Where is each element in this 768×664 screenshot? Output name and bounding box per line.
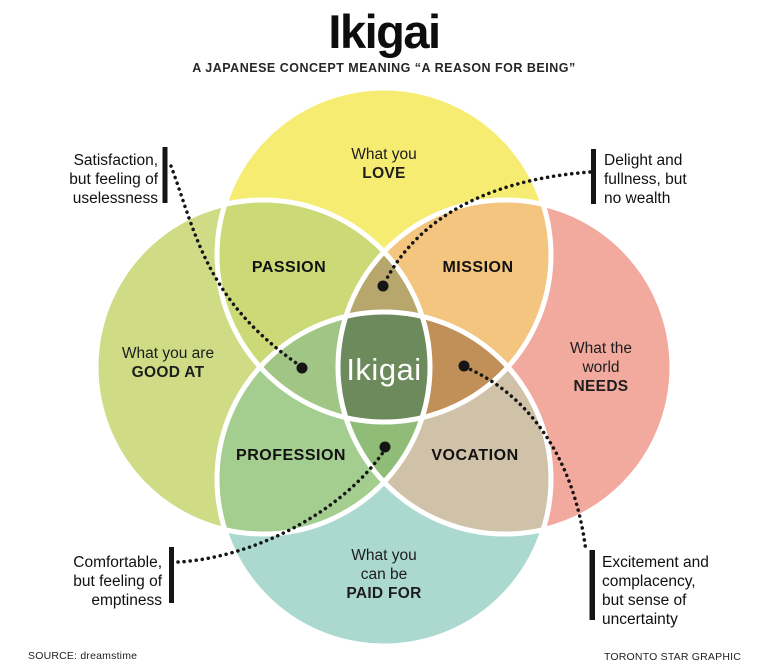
dot-passion-profession — [296, 362, 308, 374]
page-title: Ikigai — [328, 5, 441, 58]
footer-source: SOURCE: dreamstime — [28, 650, 138, 662]
connector-delight — [383, 170, 592, 284]
dot-mission-vocation — [458, 360, 470, 372]
label-love: What you LOVE — [351, 146, 417, 182]
bar-delight — [591, 149, 596, 204]
annotation-delight: Delight and fullness, but no wealth — [604, 152, 687, 207]
bar-comfortable — [169, 547, 174, 603]
label-paid-for: What you can be PAID FOR — [346, 547, 422, 602]
dot-passion-mission — [377, 280, 389, 292]
label-passion: PASSION — [251, 259, 327, 276]
annotation-satisfaction: Satisfaction, but feeling of uselessness — [69, 152, 158, 207]
label-needs: What the world NEEDS — [569, 340, 633, 395]
label-mission: MISSION — [442, 259, 514, 276]
label-vocation: VOCATION — [431, 447, 519, 464]
bar-excitement — [589, 550, 595, 620]
dot-profession-vocation — [379, 441, 391, 453]
label-profession: PROFESSION — [236, 447, 346, 464]
annotation-comfortable: Comfortable, but feeling of emptiness — [73, 554, 162, 609]
label-good-at: What you are GOOD AT — [121, 345, 215, 381]
connector-satisfaction — [169, 164, 301, 367]
circle-outlines — [93, 85, 675, 649]
bar-satisfaction — [162, 147, 168, 203]
footer-credit: TORONTO STAR GRAPHIC — [603, 651, 741, 663]
annotation-excitement: Excitement and complacency, but sense of… — [602, 554, 709, 628]
page-subtitle: A JAPANESE CONCEPT MEANING “A REASON FOR… — [192, 61, 576, 75]
label-ikigai-center: Ikigai — [346, 352, 422, 387]
